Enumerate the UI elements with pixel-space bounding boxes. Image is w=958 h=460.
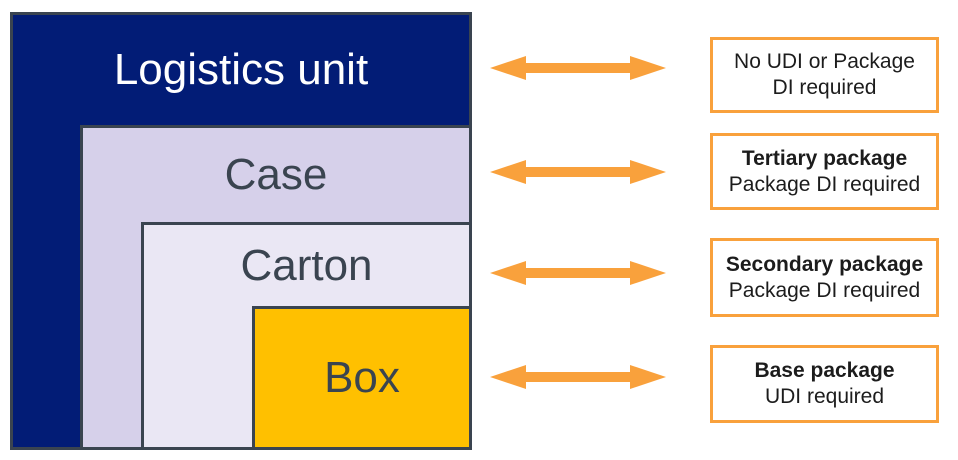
logistics-unit-label: Logistics unit xyxy=(113,45,369,94)
case-label: Case xyxy=(224,150,328,199)
annotation-line: UDI required xyxy=(764,385,885,408)
annotation-line: DI required xyxy=(772,76,877,99)
annotation-title: Base package xyxy=(754,359,895,382)
annotation-tertiary-package: Tertiary package Package DI required xyxy=(710,133,939,210)
annotation-base-package: Base package UDI required xyxy=(710,345,939,423)
annotation-line: No UDI or Package xyxy=(734,50,915,73)
double-arrow-icon xyxy=(490,261,666,285)
annotation-line: Package DI required xyxy=(728,278,921,302)
double-arrow-icon xyxy=(490,160,666,184)
box-box: Box xyxy=(252,306,472,450)
double-arrow-icon xyxy=(490,365,666,389)
annotation-title: Tertiary package xyxy=(741,146,908,170)
annotation-no-udi: No UDI or Package DI required xyxy=(710,37,939,113)
double-arrow-icon xyxy=(490,56,666,80)
annotation-secondary-package: Secondary package Package DI required xyxy=(710,238,939,317)
annotation-line: Package DI required xyxy=(728,172,921,196)
box-label: Box xyxy=(324,353,400,402)
carton-label: Carton xyxy=(240,240,373,290)
annotation-title: Secondary package xyxy=(725,252,924,276)
